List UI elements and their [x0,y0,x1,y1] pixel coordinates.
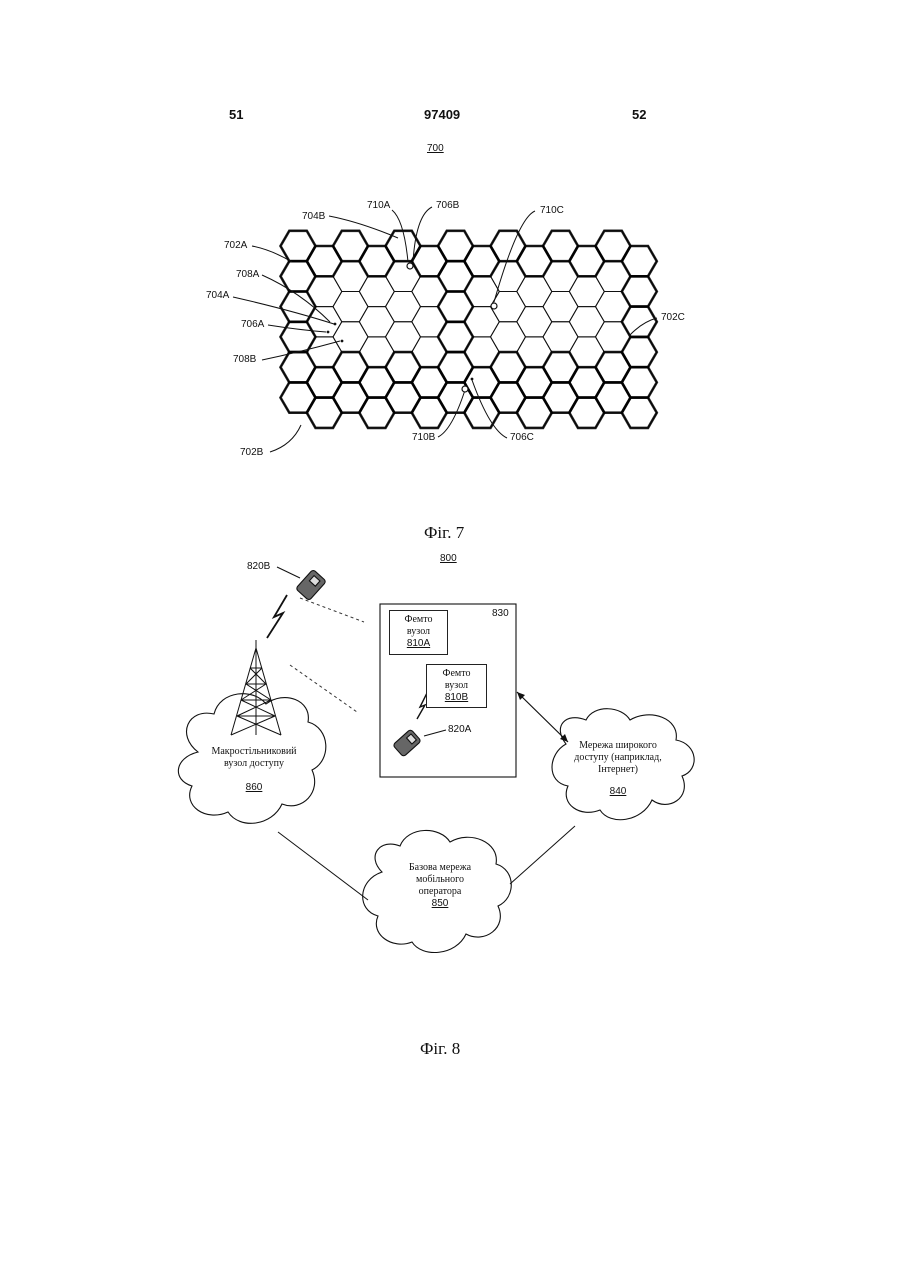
core-line3: оператора [380,886,500,898]
wide-line2: доступу (наприклад, [560,752,676,764]
macro-line2: вузол доступу [195,758,313,770]
macro-ref: 860 [195,782,313,794]
wide-line3: Інтернет) [560,764,676,776]
phone-icon-820B [296,569,327,600]
wireless-link-820B [300,598,364,622]
macro-node-text: Макростільниковий вузол доступу 860 [195,746,313,794]
wide-area-network-text: Мережа широкого доступу (наприклад, Інте… [560,740,676,798]
femto-node-810A: Фемто вузол 810A [389,610,448,655]
core-line2: мобільного [380,874,500,886]
leader-820B [277,567,300,578]
link-wide-core [510,826,575,884]
link-building-wide [517,692,568,742]
femto-a-ref: 810A [390,638,447,650]
femto-b-line2: вузол [427,680,486,692]
macro-line1: Макростільниковий [195,746,313,758]
femto-a-line1: Фемто [390,614,447,626]
femto-b-line1: Фемто [427,668,486,680]
core-network-text: Базова мережа мобільного оператора 850 [380,862,500,910]
wide-ref: 840 [560,786,676,798]
core-ref: 850 [380,898,500,910]
label-830: 830 [492,608,509,619]
femto-a-line2: вузол [390,626,447,638]
label-820A: 820A [448,724,471,735]
label-820B: 820B [247,561,270,572]
wide-line1: Мережа широкого [560,740,676,752]
core-line1: Базова мережа [380,862,500,874]
link-macro-core [278,832,368,900]
fig8-caption: Фіг. 8 [420,1039,460,1059]
femto-b-ref: 810B [427,692,486,704]
lightning-icon-820B [267,595,287,638]
femto-node-810B: Фемто вузол 810B [426,664,487,708]
